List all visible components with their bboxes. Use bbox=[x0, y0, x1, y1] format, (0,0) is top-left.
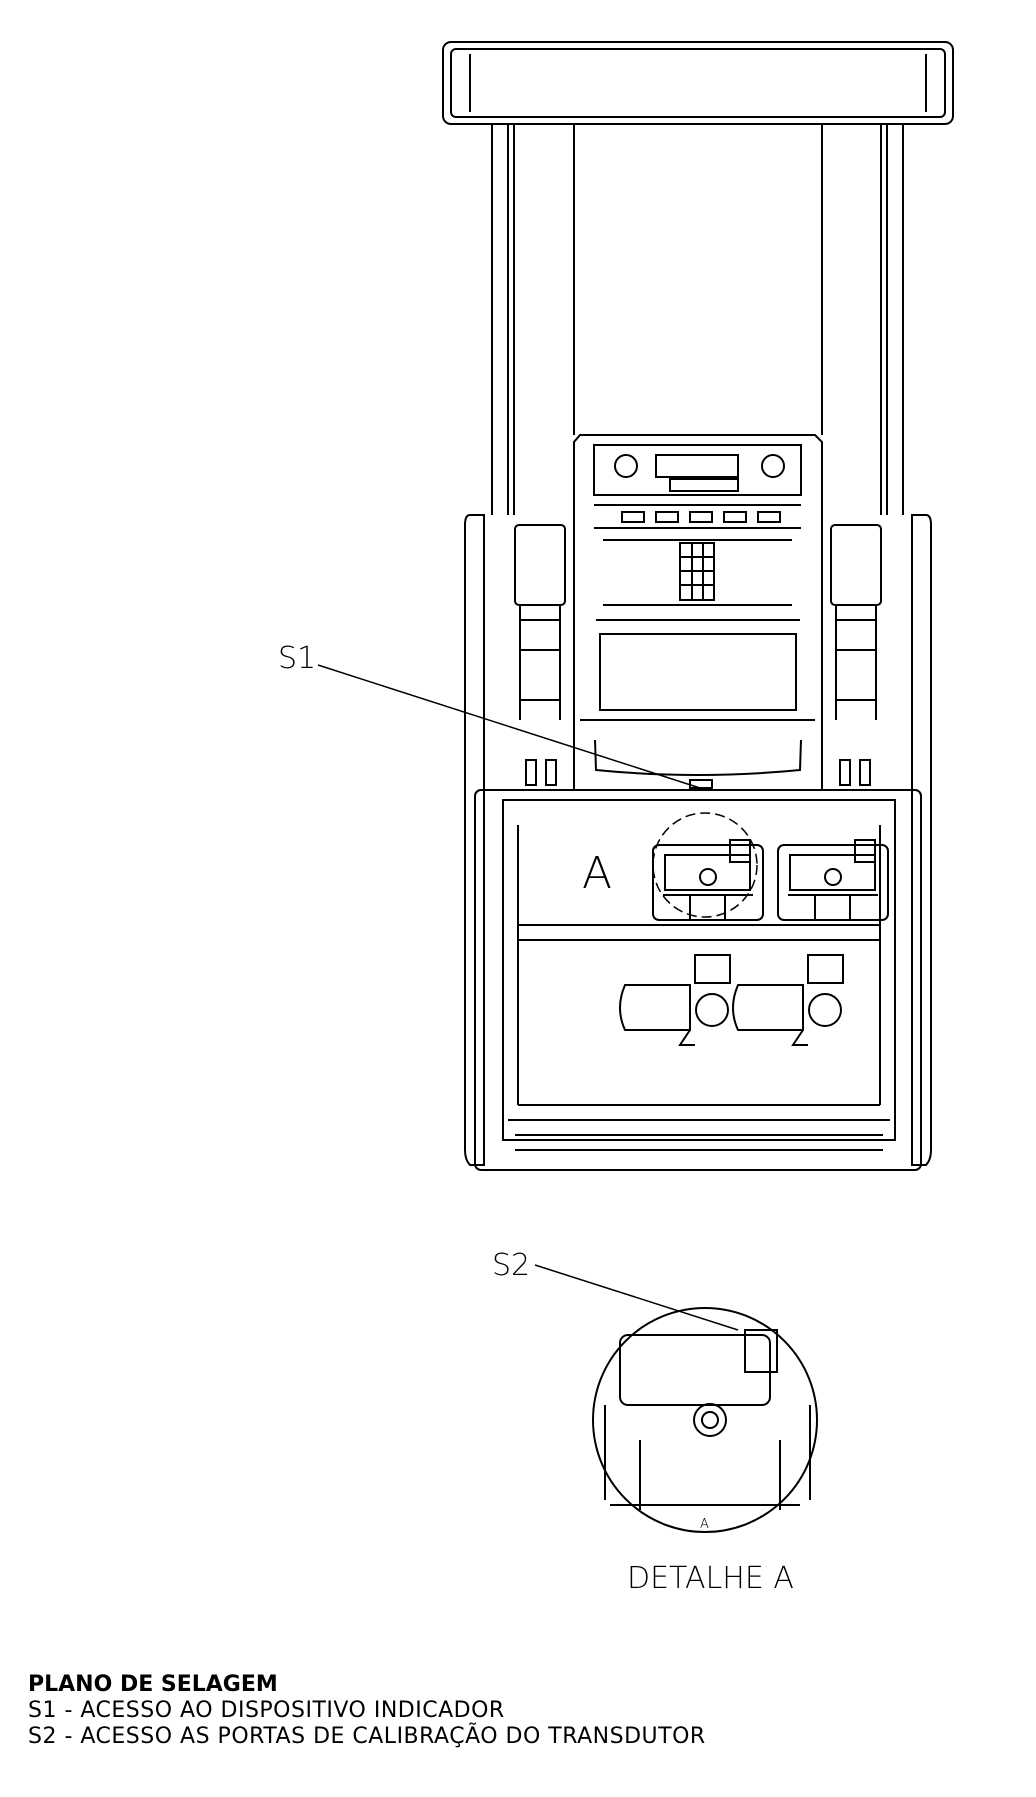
sealing-plan-legend: PLANO DE SELAGEM S1 - ACESSO AO DISPOSIT… bbox=[28, 1672, 706, 1750]
legend-item-s2: S2 - ACESSO AS PORTAS DE CALIBRAÇÃO DO T… bbox=[28, 1724, 706, 1749]
canopy-sign bbox=[442, 41, 954, 125]
column-right bbox=[821, 124, 904, 515]
column-left bbox=[491, 124, 575, 515]
detail-a-circle bbox=[652, 812, 758, 918]
callout-s1: S1 bbox=[278, 641, 316, 676]
nozzle-housing-right bbox=[830, 515, 913, 790]
detail-a-caption: DETALHE A bbox=[627, 1561, 794, 1596]
display-head bbox=[573, 434, 823, 791]
s1-leader-line bbox=[317, 664, 701, 789]
callout-s2: S2 bbox=[492, 1248, 530, 1283]
s2-leader-line bbox=[534, 1264, 739, 1331]
meter-left bbox=[652, 839, 764, 921]
legend-item-s1: S1 - ACESSO AO DISPOSITIVO INDICADOR bbox=[28, 1698, 505, 1723]
valve-right bbox=[732, 954, 844, 1046]
valve-left bbox=[619, 954, 731, 1046]
detail-a-view bbox=[592, 1307, 818, 1533]
meter-right bbox=[777, 839, 889, 921]
detail-inner-marker: A bbox=[700, 1517, 709, 1532]
nozzle-housing-left bbox=[483, 515, 566, 790]
legend-title: PLANO DE SELAGEM bbox=[28, 1672, 278, 1697]
hydraulic-cabinet bbox=[464, 514, 932, 1171]
callout-detail-marker: A bbox=[582, 848, 612, 899]
